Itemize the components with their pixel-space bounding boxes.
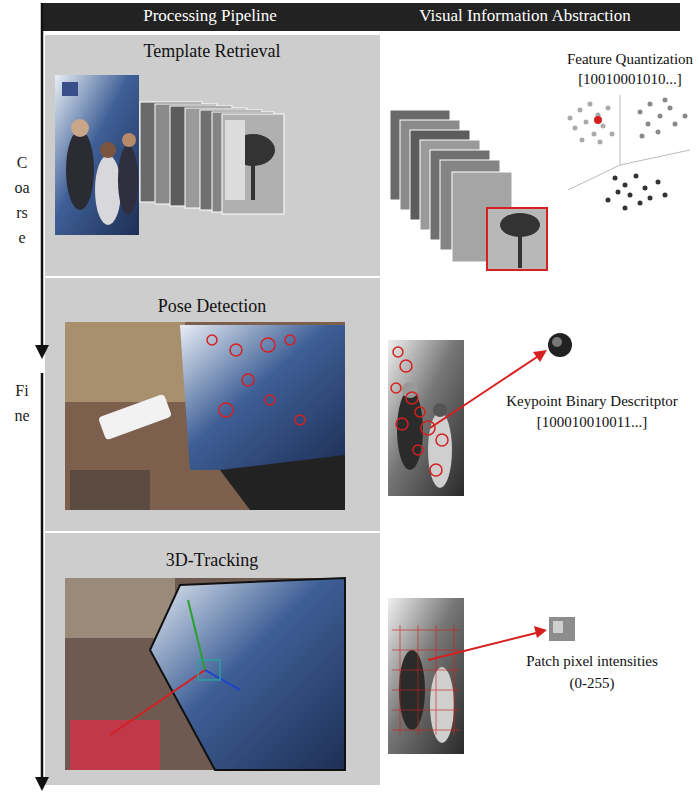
patch-label: Patch pixel intensities [526,652,658,670]
stage-title: Template Retrieval [143,41,280,63]
header-bar: Processing Pipeline Visual Information Ab… [42,3,680,31]
feature-label: Feature Quantization [567,50,693,68]
stage-title: Pose Detection [158,296,266,318]
descriptor-label: Keypoint Binary Descritptor [506,392,678,410]
value-range: (0-255) [570,674,615,692]
stage-title: 3D-Tracking [166,550,258,572]
axis-label: Coarse [14,150,30,250]
stage-title: Processing Pipeline [143,6,277,26]
binary-code: [100010010011...] [537,413,648,431]
axis-label: Fine [14,378,30,428]
binary-code: [10010001010...] [578,70,682,88]
stage-title: Visual Information Abstraction [419,6,630,26]
